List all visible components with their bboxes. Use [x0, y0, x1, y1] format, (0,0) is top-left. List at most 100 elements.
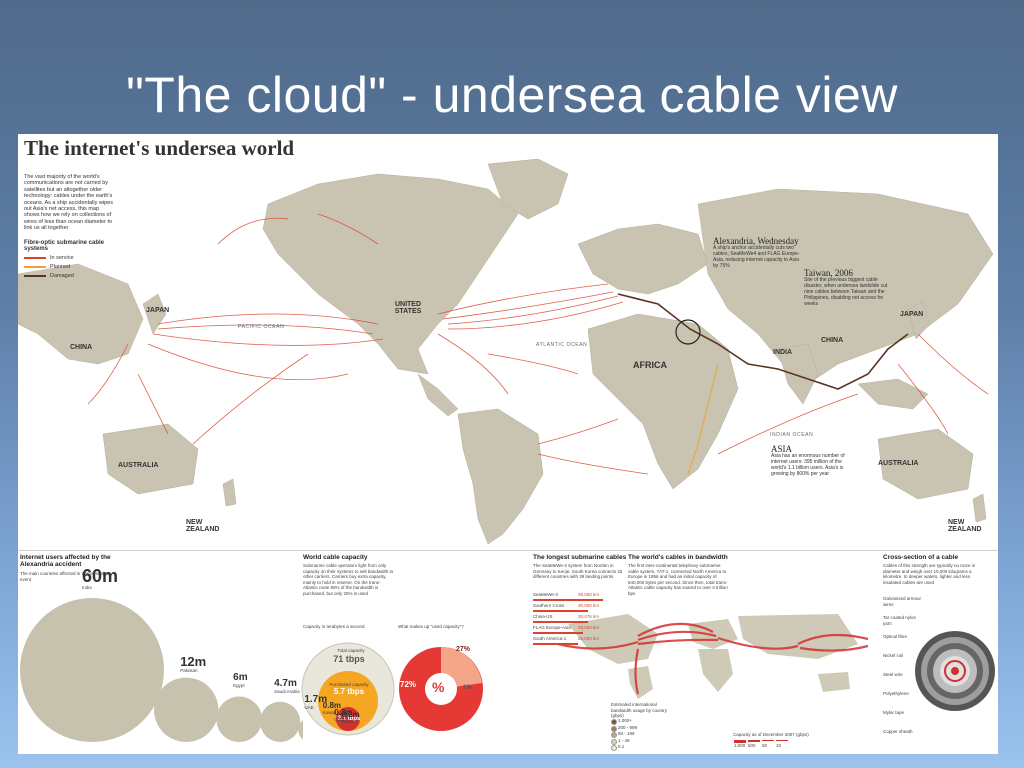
poster-title: The internet's undersea world	[24, 136, 295, 160]
longest-panel-title: The longest submarine cables	[533, 554, 627, 561]
cable-name: Southern Cross	[533, 603, 565, 608]
label-australia-left: AUSTRALIA	[118, 462, 159, 469]
bandwidth-scale-bar	[776, 740, 788, 741]
capacity-total-label: Total capacity	[337, 648, 365, 653]
legend-swatch	[24, 266, 46, 268]
planned-cable-route	[687, 363, 719, 475]
cross-section-layer-label: Tar coated nylon yarn	[883, 615, 917, 626]
cross-section-layer-label: Copper sheath	[883, 729, 913, 734]
bandwidth-legend-swatch	[611, 725, 617, 732]
annotation-text: Site of the previous biggest cable disas…	[804, 277, 888, 307]
bandwidth-legend-label: 1,000+	[618, 718, 632, 723]
annotation-heading: ASIA	[771, 444, 793, 454]
capacity-used-value: 2.1 tbps	[337, 716, 361, 722]
cable-length-bar	[533, 621, 588, 623]
label-atlantic-ocean: ATLANTIC OCEAN	[536, 342, 588, 348]
bandwidth-legend-title: Estimated international bandwidth usage …	[611, 702, 668, 718]
annotation-text: A ship's anchor accidentally cuts two ca…	[713, 245, 800, 269]
label-china-left: CHINA	[70, 344, 93, 351]
capacity-circles	[301, 642, 395, 736]
cable-name: South America-1	[533, 636, 567, 641]
legend-label: In service	[50, 255, 74, 261]
legend-item-in-service: In service	[24, 255, 124, 261]
legend-swatch	[24, 275, 46, 277]
label-japan-right: JAPAN	[900, 311, 924, 318]
users-bubble-chart	[20, 598, 303, 742]
legend-item-planned: Planned	[24, 264, 124, 270]
bubble-value: 4.7m	[274, 677, 297, 689]
bubble-country: India	[82, 585, 92, 590]
cable-length: 25,000 km	[578, 636, 600, 641]
cross-section-title: Cross-section of a cable	[883, 554, 959, 561]
capacity-purchased-value: 5.7 tbps	[333, 687, 365, 696]
bubble-value: 0.2m	[341, 709, 360, 719]
label-indian-ocean: INDIAN OCEAN	[770, 432, 814, 438]
label-united-states: UNITED STATES	[394, 301, 422, 315]
cable-length-bar	[533, 632, 584, 634]
cable-length: 30,476 km	[578, 614, 600, 619]
used-pct-internet: 72%	[400, 680, 417, 689]
capacity-panel-title: World cable capacity	[303, 554, 368, 561]
bandwidth-scale-bar	[748, 740, 760, 742]
bubble-4	[298, 720, 303, 740]
bubble-country: UAE	[304, 704, 314, 710]
bandwidth-legend-swatch	[611, 745, 617, 751]
label-new-zealand-right: NEW ZEALAND	[948, 519, 982, 533]
cross-section-text: Cables of this strength are typically no…	[883, 563, 976, 585]
legend-item-damaged: Damaged	[24, 273, 124, 279]
label-india: INDIA	[773, 349, 793, 356]
bubble-value: 60m	[82, 566, 119, 586]
bubble-country: Kuwait	[322, 710, 337, 716]
longest-panel-text: The SeaMeWe-3 system from Norden in Germ…	[533, 563, 623, 579]
legend-label: Damaged	[50, 273, 74, 279]
cable-lines	[87, 213, 989, 475]
alexandria-marker	[675, 319, 701, 345]
bandwidth-scale-label: 500	[748, 743, 756, 748]
cross-section-layer-label: Optical fibre	[883, 634, 908, 639]
capacity-purchased-label: Purchased capacity	[329, 682, 369, 687]
bubble-2	[216, 696, 262, 742]
bandwidth-scale-bar	[734, 740, 746, 743]
panel-divider	[18, 550, 998, 551]
bubble-country: Bahrain	[341, 718, 357, 724]
capacity-total-value: 71 tbps	[333, 654, 365, 664]
bandwidth-legend-swatch	[611, 732, 617, 738]
bubble-country: Qatar	[334, 716, 346, 722]
used-pct-private: 27%	[456, 646, 471, 653]
bubble-3	[259, 701, 301, 742]
bandwidth-map	[557, 614, 869, 699]
users-panel-subtitle: The main countries affected in Wednesday…	[20, 571, 109, 582]
label-china-right: CHINA	[821, 337, 844, 344]
poster-intro: The vast majority of the world's communi…	[24, 174, 113, 232]
bubble-value: 12m	[180, 653, 207, 669]
land-masses	[18, 158, 994, 545]
bubble-value: 0.3m	[334, 707, 353, 717]
bubble-value: 1.7m	[304, 693, 328, 705]
cross-section-layer-label: Steel wire	[883, 672, 903, 677]
used-capacity-donut	[399, 647, 483, 731]
annotation-asia: ASIA Asia has an enormous number of inte…	[771, 444, 853, 478]
label-africa: AFRICA	[633, 360, 667, 370]
slide-title: "The cloud" - undersea cable view	[126, 67, 898, 123]
bubble-value: 6m	[233, 672, 248, 684]
cable-name: FLAG Europe-Asia	[533, 625, 571, 630]
cable-cross-section-diagram	[915, 631, 995, 711]
bubble-value: 0.8m	[322, 701, 342, 711]
legend-swatch	[24, 257, 46, 259]
capacity-panel-text: Submarine cable operators light from onl…	[303, 563, 394, 596]
bandwidth-legend-label: 200 - 999	[618, 724, 638, 730]
label-pacific-ocean: PACIFIC OCEAN	[238, 324, 285, 330]
label-australia-right: AUSTRALIA	[878, 460, 919, 467]
world-cable-map	[18, 134, 998, 549]
cable-name: China-US	[533, 614, 553, 619]
infographic-poster: The internet's undersea world The vast m…	[18, 134, 998, 754]
cross-section-layer-label: Mylar tape	[883, 710, 905, 715]
bandwidth-scale-label: 10	[776, 743, 782, 748]
cable-length-bar	[533, 599, 603, 601]
bubble-1	[154, 677, 219, 742]
bandwidth-scale-label: 1,000	[734, 743, 746, 748]
bubble-country: Saudi Arabia	[274, 688, 300, 694]
cable-length: 30,500 km	[578, 603, 600, 608]
annotation-alexandria: Alexandria, Wednesday A ship's anchor ac…	[713, 237, 803, 270]
used-capacity-question: What makes up "used capacity"?	[398, 624, 464, 629]
